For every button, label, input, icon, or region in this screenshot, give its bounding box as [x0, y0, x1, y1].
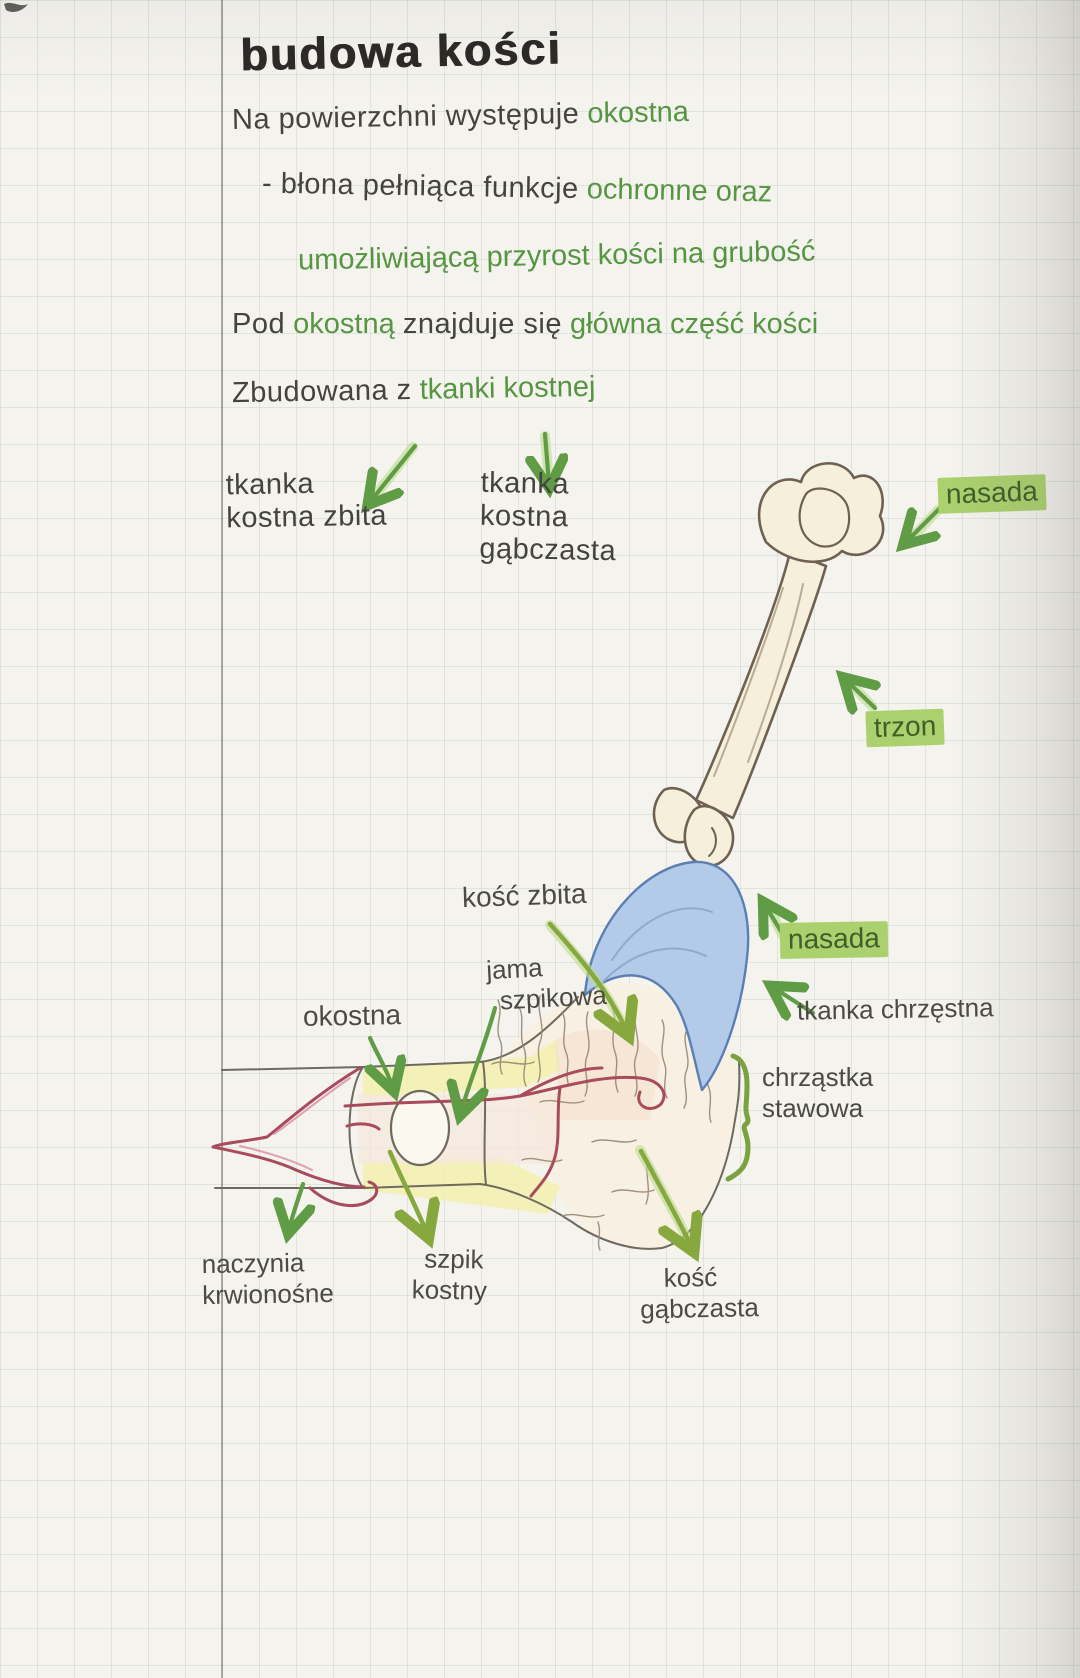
label-kosc-gabczasta: kość gąbczasta	[640, 1261, 759, 1325]
label-nasada-bottom-text: nasada	[779, 921, 889, 959]
label-chrzastka-stawowa: chrząstka stawowa	[762, 1062, 873, 1124]
label-tkanka-kostna-zbita-line1: tkanka	[225, 467, 315, 502]
label-tkanka-kostna-zbita: tkanka kostna zbita	[225, 467, 387, 536]
label-trzon-text: trzon	[865, 708, 945, 748]
corner-scribble	[4, 2, 28, 12]
label-trzon: trzon	[865, 708, 945, 748]
label-nasada-top-text: nasada	[937, 474, 1047, 514]
note-line-4: Pod okostną znajduje się główna część ko…	[232, 308, 818, 341]
label-nasada-bottom: nasada	[779, 921, 889, 959]
label-tkanka-kostna-gabczasta-line1: tkanka	[480, 466, 570, 501]
label-tkanka-kostna-gabczasta-line2: kostna	[479, 499, 569, 534]
label-kosc-gabczasta-line1: kość	[663, 1261, 718, 1293]
note-line-2-text: - błona pełniąca funkcje	[261, 167, 579, 206]
label-chrzastka-line1: chrząstka	[762, 1062, 874, 1092]
label-naczynia-line1: naczynia	[201, 1247, 305, 1280]
long-bone-drawing	[652, 462, 885, 867]
label-okostna: okostna	[302, 999, 402, 1032]
label-tkanka-kostna-gabczasta-line3: gąbczasta	[479, 532, 617, 568]
label-kosc-zbita: kość zbita	[461, 877, 587, 914]
label-szpik-line1: szpik	[424, 1243, 484, 1275]
note-line-5-text: Zbudowana z	[231, 374, 412, 410]
label-szpik-kostny: szpik kostny	[411, 1243, 487, 1306]
note-line-4-text-1: Pod	[232, 308, 286, 340]
label-tkanka-chrzestna: tkanka chrzęstna	[796, 992, 994, 1026]
label-tkanka-kostna-gabczasta: tkanka kostna gąbczasta	[479, 467, 617, 568]
note-line-2: - błona pełniąca funkcje ochronne oraz	[262, 168, 773, 210]
curly-brace	[725, 1053, 751, 1182]
page-title: budowa kości	[239, 22, 563, 81]
bone-section-drawing	[211, 860, 750, 1251]
label-tkanka-kostna-zbita-line2: kostna zbita	[226, 499, 388, 535]
note-line-5: Zbudowana z tkanki kostnej	[232, 371, 596, 410]
label-jama-szpikowa: jama szpikowa	[485, 949, 607, 1017]
note-line-1: Na powierzchni występuje okostna	[232, 96, 689, 137]
note-line-1-keyword: okostna	[587, 96, 690, 130]
label-nasada-top: nasada	[937, 474, 1047, 514]
label-naczynia-krwionosne: naczynia krwionośne	[201, 1247, 334, 1311]
note-line-3-text: umożliwiającą przyrost kości na grubość	[297, 235, 816, 277]
label-chrzastka-line2: stawowa	[762, 1093, 864, 1123]
notebook-margin-line	[221, 0, 223, 1678]
note-line-2-keyword: ochronne oraz	[586, 173, 773, 209]
label-naczynia-line2: krwionośne	[202, 1277, 335, 1311]
note-line-4-keyword-2: główna część kości	[570, 308, 819, 340]
note-line-3: umożliwiającą przyrost kości na grubość	[298, 235, 816, 277]
label-jama-line2: szpikowa	[499, 979, 608, 1016]
note-line-5-keyword: tkanki kostnej	[419, 370, 596, 406]
note-line-1-text: Na powierzchni występuje	[231, 97, 580, 136]
note-line-4-text-2: znajduje się	[402, 308, 562, 340]
label-szpik-line2: kostny	[411, 1274, 488, 1306]
label-kosc-gabczasta-line2: gąbczasta	[640, 1292, 760, 1325]
note-line-4-keyword-1: okostną	[293, 308, 395, 340]
